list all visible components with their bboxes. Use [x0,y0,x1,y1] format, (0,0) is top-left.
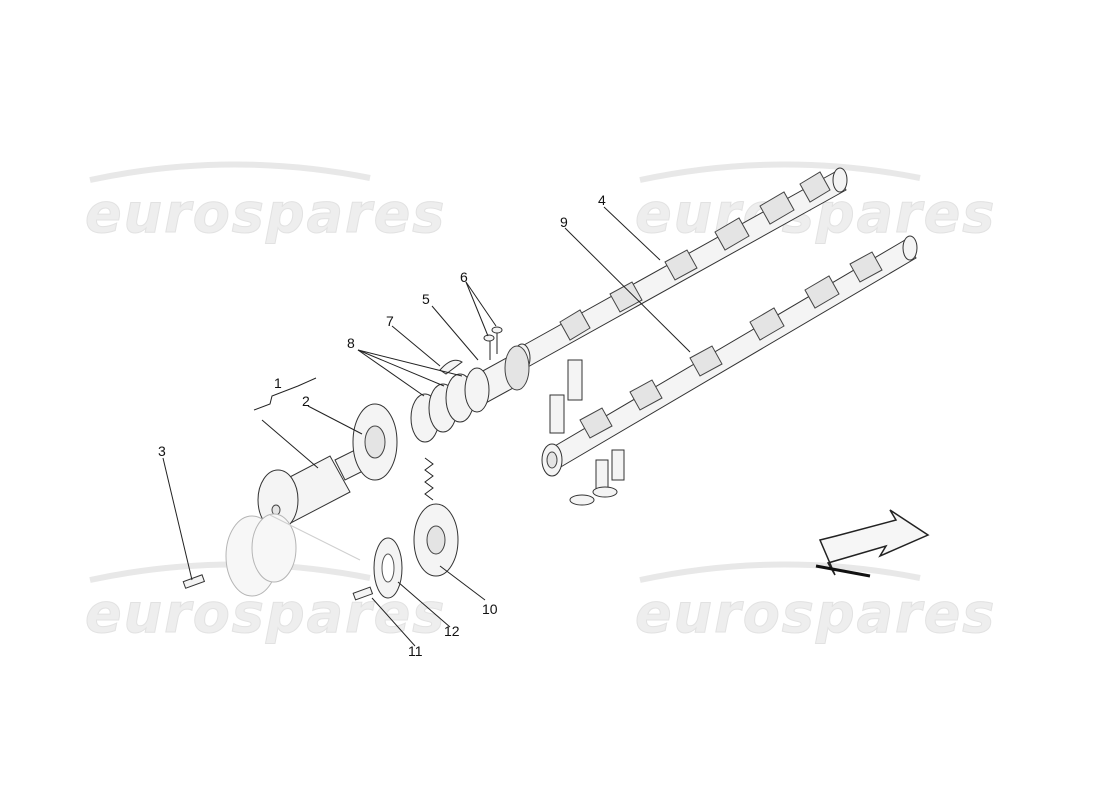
callout-4: 4 [598,192,606,208]
seal-rings [410,373,475,443]
callout-7: 7 [386,313,394,329]
callout-10: 10 [482,601,498,617]
pins [483,326,503,360]
callout-2: 2 [302,393,310,409]
chain-ghost [225,513,361,597]
direction-arrow-icon [815,509,930,578]
bracket-1 [253,377,319,469]
bolt-3 [182,574,206,589]
spring [424,457,434,501]
camshaft-sleeve [464,345,530,413]
callout-6: 6 [460,269,468,285]
gear-lower [413,503,459,577]
valve-assembly [549,359,625,506]
gear-plate [373,537,403,599]
watermark-top-left: eurospares [85,161,446,246]
watermark-text: eurospares [635,582,996,645]
watermark-bottom-right: eurospares [635,561,996,646]
woodruff-key [439,359,463,375]
camshaft-lower [541,235,918,477]
callout-labels: 1 2 3 4 5 6 7 8 9 10 11 12 [158,192,606,659]
watermark-text: eurospares [85,182,446,245]
callout-9: 9 [560,214,568,230]
bolt-11 [352,586,374,601]
callout-8: 8 [347,335,355,351]
callout-11: 11 [408,643,423,659]
camshaft-upper [513,167,848,373]
callout-1: 1 [274,375,282,391]
callout-5: 5 [422,291,430,307]
leader-lines [162,206,691,647]
callout-3: 3 [158,443,166,459]
callout-12: 12 [444,623,460,639]
cam-variator [257,449,366,531]
gear-upper [352,403,398,481]
